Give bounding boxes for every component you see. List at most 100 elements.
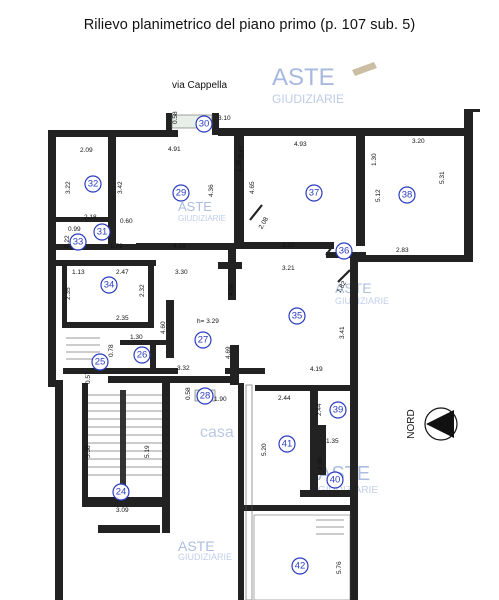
svg-text:GIUDIZIARIE: GIUDIZIARIE (178, 552, 232, 562)
dim-label: 1.30 (130, 334, 143, 341)
dim-label: 1.38 (236, 159, 243, 172)
dim-label: 4.18 (173, 243, 186, 250)
svg-text:GIUDIZIARIE: GIUDIZIARIE (335, 296, 389, 306)
room-marker: 32 (84, 175, 102, 193)
room-marker: 37 (305, 184, 323, 202)
dim-label: 0.60 (120, 218, 133, 225)
svg-text:GIUDIZIARIE: GIUDIZIARIE (178, 214, 226, 223)
room-marker: 34 (100, 276, 118, 294)
dim-label: 4.91 (168, 146, 181, 153)
staircase (66, 337, 344, 535)
dim-label: 3.30 (175, 269, 188, 276)
dim-label: 0.22 (64, 235, 71, 248)
svg-text:28: 28 (200, 391, 211, 402)
room-marker: 42 (291, 557, 309, 575)
dim-label: 3.27 (282, 242, 295, 249)
svg-text:39: 39 (333, 405, 344, 416)
dim-label: 5.38 (85, 445, 92, 458)
svg-text:33: 33 (73, 237, 84, 248)
svg-text:30: 30 (199, 119, 210, 130)
watermark-logo-top: ASTE GIUDIZIARIE (272, 62, 377, 106)
svg-text:40: 40 (330, 475, 341, 486)
dim-label: 4.93 (294, 141, 307, 148)
room-marker: 29 (172, 184, 190, 202)
svg-text:42: 42 (295, 561, 306, 572)
room-marker: 30 (195, 115, 213, 133)
dim-label: 2.83 (396, 247, 409, 254)
dim-label: 4.65 (249, 181, 256, 194)
dim-label: 3.10 (218, 115, 231, 122)
dim-label: 2.35 (116, 315, 129, 322)
dim-label: 3.22 (65, 181, 72, 194)
dim-label: 1.79 (110, 243, 123, 250)
svg-text:36: 36 (339, 246, 350, 257)
room-marker: 27 (194, 331, 212, 349)
svg-text:31: 31 (97, 227, 108, 238)
dim-label: 2.44 (278, 395, 291, 402)
dim-label: 3.41 (339, 326, 346, 339)
street-label: via Cappella (172, 80, 228, 91)
dim-label: 0.57 (85, 371, 92, 384)
dim-label: 4.69 (225, 346, 232, 359)
dim-label: 4.36 (208, 184, 215, 197)
svg-text:25: 25 (95, 357, 106, 368)
dim-label: 4.69 (228, 283, 235, 296)
dim-label: 0.99 (68, 226, 81, 233)
watermark-logo-mid: ASTE GIUDIZIARIE (178, 199, 226, 223)
dim-label: 3.42 (117, 181, 124, 194)
dim-label: 3.21 (282, 265, 295, 272)
dim-label: 0.58 (172, 111, 179, 124)
room-marker: 26 (133, 346, 151, 364)
north-arrow: NORD (406, 407, 458, 441)
dim-label: 2.08 (258, 216, 271, 231)
dim-label: 5.20 (261, 443, 268, 456)
watermark-logo-bottom: ASTE GIUDIZIARIE (178, 538, 232, 562)
svg-text:41: 41 (282, 439, 293, 450)
dim-label: 1.35 (326, 438, 339, 445)
svg-text:34: 34 (104, 280, 115, 291)
dim-label: 2.44 (316, 403, 323, 416)
room-marker: 31 (93, 223, 111, 241)
dim-label: 5.19 (144, 445, 151, 458)
svg-text:NORD: NORD (406, 409, 417, 438)
room-marker: 40 (326, 471, 344, 489)
svg-text:26: 26 (137, 350, 148, 361)
room-marker: 35 (288, 307, 306, 325)
room-markers: 30 32 29 37 38 31 33 34 36 35 27 26 25 2… (69, 115, 416, 575)
dim-label: 4.19 (310, 366, 323, 373)
dim-label: 0.47 (238, 145, 245, 158)
door-lines (249, 204, 351, 283)
dim-label: 1.13 (72, 269, 85, 276)
dim-label: 2.47 (116, 269, 129, 276)
svg-text:27: 27 (198, 335, 209, 346)
dim-label: 5.12 (375, 189, 382, 202)
svg-text:29: 29 (176, 188, 187, 199)
room-marker: 24 (112, 483, 130, 501)
svg-text:35: 35 (292, 311, 303, 322)
svg-text:32: 32 (88, 179, 99, 190)
page-title: Rilievo planimetrico del piano primo (p.… (83, 17, 416, 33)
room-marker: 38 (398, 186, 416, 204)
height-note: h= 3.29 (197, 318, 219, 325)
watermark-casa: casa (200, 424, 234, 441)
interior-walls (56, 136, 366, 600)
dim-label: 1.90 (214, 396, 227, 403)
dim-label: 1.30 (371, 153, 378, 166)
svg-text:ASTE: ASTE (178, 538, 215, 554)
dim-label: 0.58 (185, 387, 192, 400)
dim-label: 2.00 (317, 457, 324, 470)
room-marker: 41 (278, 435, 296, 453)
dim-label: 5.31 (439, 171, 446, 184)
room-marker: 36 (335, 242, 353, 260)
dim-label: 3.20 (412, 138, 425, 145)
svg-text:37: 37 (309, 188, 320, 199)
room-marker: 28 (196, 387, 214, 405)
svg-text:ASTE: ASTE (272, 64, 335, 91)
outer-walls (48, 109, 480, 600)
dim-label: 2.35 (65, 287, 72, 300)
dim-label: 3.32 (177, 365, 190, 372)
svg-text:ASTE: ASTE (178, 199, 212, 214)
dim-label: 2.09 (80, 147, 93, 154)
dim-label: 2.32 (139, 284, 146, 297)
